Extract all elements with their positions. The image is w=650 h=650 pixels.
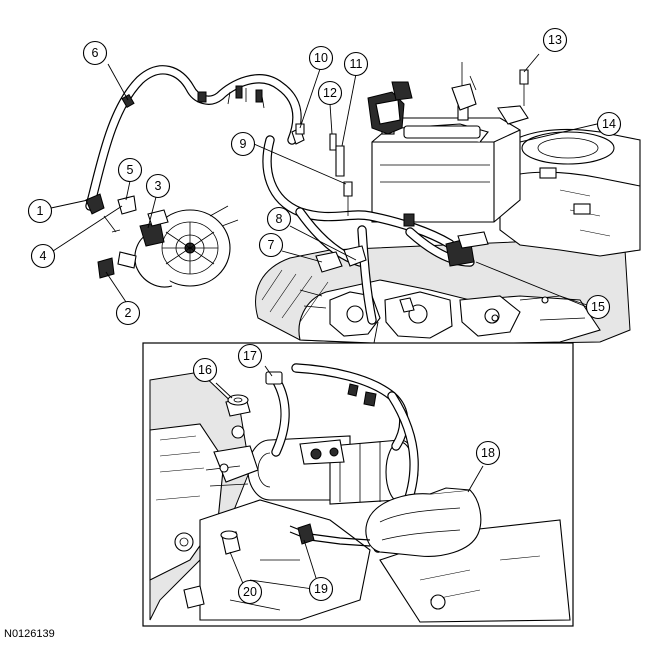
battery — [371, 105, 521, 223]
upper-illustration — [85, 62, 641, 346]
starter-connector-upper — [315, 231, 489, 273]
leader-lines — [50, 53, 598, 587]
callout-7-label: 7 — [268, 238, 275, 252]
figure-id: N0126139 — [4, 628, 55, 640]
callout-8: 8 — [266, 206, 292, 232]
inset-leader — [373, 321, 379, 344]
callout-20-label: 20 — [243, 585, 257, 599]
callout-15-label: 15 — [591, 300, 605, 314]
callout-17-label: 17 — [243, 349, 257, 363]
callout-7: 7 — [258, 232, 284, 258]
callout-18: 18 — [475, 440, 501, 466]
inset-illustration — [142, 342, 574, 627]
callout-11-label: 11 — [350, 57, 363, 71]
battery-cable-cluster — [367, 62, 529, 135]
alternator — [117, 205, 239, 288]
callout-2: 2 — [115, 300, 141, 326]
callout-9-label: 9 — [240, 137, 247, 151]
callout-13: 13 — [542, 27, 568, 53]
engine-compartment — [255, 239, 631, 346]
callout-6-label: 6 — [92, 46, 99, 60]
callout-15: 15 — [585, 294, 611, 320]
callout-4: 4 — [30, 243, 56, 269]
callout-2-label: 2 — [125, 306, 132, 320]
callout-9: 9 — [230, 131, 256, 157]
callout-16-label: 16 — [198, 363, 212, 377]
callout-4-label: 4 — [40, 249, 47, 263]
callout-5-label: 5 — [127, 163, 134, 177]
fasteners — [295, 69, 529, 216]
callout-19: 19 — [308, 576, 334, 602]
starter-motor — [205, 425, 419, 505]
callout-19-label: 19 — [314, 582, 328, 596]
callout-17: 17 — [237, 343, 263, 369]
callout-1: 1 — [27, 198, 53, 224]
callout-18-label: 18 — [481, 446, 495, 460]
callout-3: 3 — [145, 173, 171, 199]
callout-11: 11 — [343, 51, 369, 77]
callout-13-label: 13 — [548, 33, 562, 47]
ground-cable — [289, 523, 371, 547]
alternator-connectors — [85, 193, 137, 279]
protective-cover — [365, 487, 482, 557]
callout-8-label: 8 — [276, 212, 283, 226]
inset-fasteners — [183, 394, 251, 609]
callout-6: 6 — [82, 40, 108, 66]
callout-20: 20 — [237, 579, 263, 605]
callout-12-label: 12 — [323, 86, 337, 100]
callout-5: 5 — [117, 157, 143, 183]
callout-3-label: 3 — [155, 179, 162, 193]
callout-16: 16 — [192, 357, 218, 383]
callout-10-label: 10 — [314, 51, 328, 65]
callout-14-label: 14 — [602, 117, 616, 131]
callout-14: 14 — [596, 111, 622, 137]
callout-12: 12 — [317, 80, 343, 106]
strut-tower — [499, 128, 641, 257]
callout-1-label: 1 — [37, 204, 44, 218]
callout-10: 10 — [308, 45, 334, 71]
